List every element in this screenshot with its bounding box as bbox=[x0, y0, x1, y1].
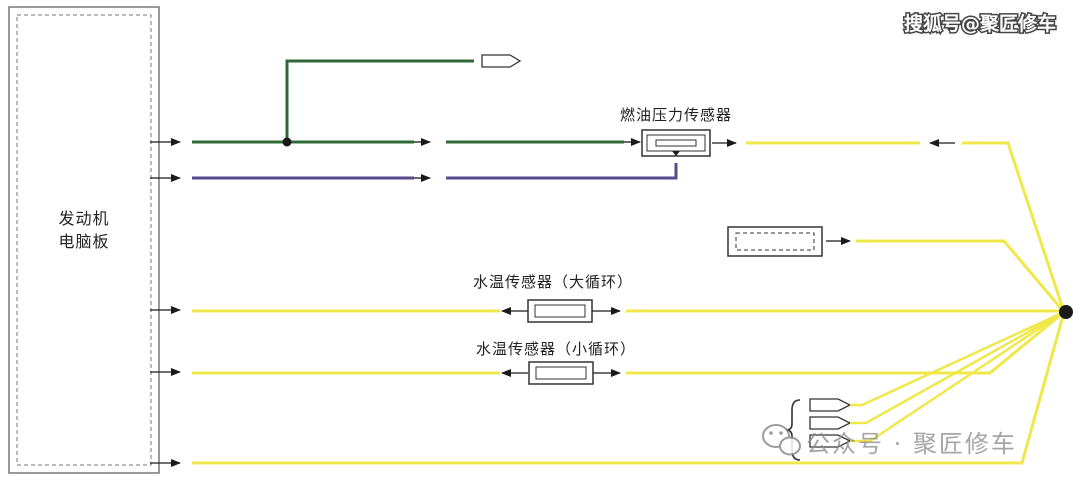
ecu-box: 发动机 电脑板 bbox=[8, 6, 160, 474]
fuel-pressure-sensor-label: 燃油压力传感器 bbox=[620, 106, 732, 124]
dashed-component-box bbox=[727, 226, 1066, 313]
wechat-watermark-text: 公众号 · 聚匠修车 bbox=[806, 430, 1017, 458]
green-wire bbox=[192, 59, 641, 147]
brand-watermark: 搜狐号@聚匠修车 bbox=[902, 11, 1057, 37]
coolant-sensor-large: 水温传感器（大循环） bbox=[192, 273, 1064, 323]
green-branch-connector bbox=[481, 54, 522, 68]
ecu-label-line1: 发动机 bbox=[58, 209, 109, 228]
wechat-watermark: 公众号 · 聚匠修车 bbox=[762, 424, 1017, 458]
coolant-sensor-small-label: 水温传感器（小循环） bbox=[476, 340, 636, 358]
green-junction-dot bbox=[282, 137, 292, 147]
bottom-yellow-wire bbox=[192, 311, 1066, 465]
brand-watermark-text: 搜狐号@聚匠修车 bbox=[904, 12, 1056, 35]
yellow-wire-fuel bbox=[712, 139, 1066, 313]
fuel-pressure-sensor: 燃油压力传感器 bbox=[620, 106, 732, 157]
purple-wire bbox=[192, 163, 678, 182]
brace-connectors bbox=[785, 310, 1065, 461]
coolant-sensor-small: 水温传感器（小循环） bbox=[192, 310, 1065, 385]
ecu-label-line2: 电脑板 bbox=[58, 232, 109, 251]
coolant-sensor-large-label: 水温传感器（大循环） bbox=[473, 273, 633, 291]
ecu-pin-arrows bbox=[150, 138, 181, 467]
ground-splice-dot bbox=[1059, 305, 1073, 319]
wechat-icon bbox=[762, 424, 801, 456]
